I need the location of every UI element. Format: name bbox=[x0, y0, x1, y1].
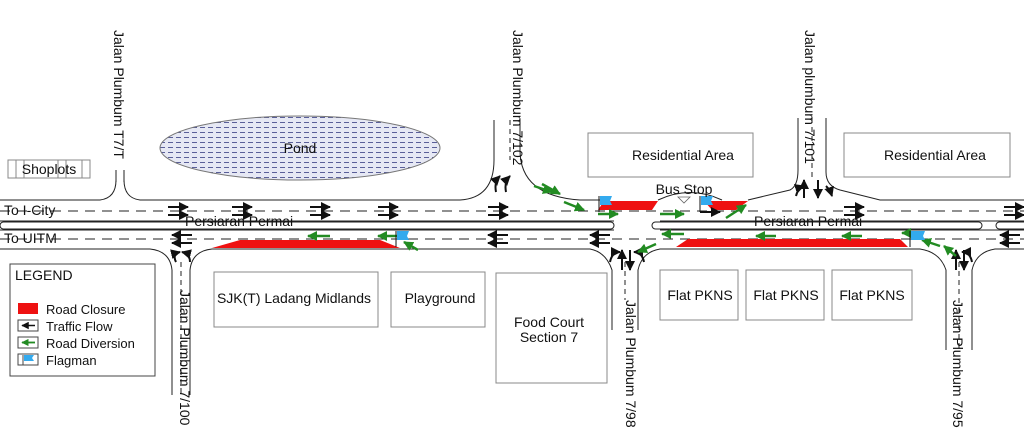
playground-label: Playground bbox=[405, 290, 476, 306]
shoplots-label: Shoplots bbox=[22, 161, 76, 177]
traffic-flow-arrow-icon bbox=[17, 319, 39, 332]
jalan-plumbum-795-label: Jalan Plumbum 7/95 bbox=[950, 300, 966, 428]
sjkt-label: SJK(T) Ladang Midlands bbox=[217, 290, 371, 306]
bus-stop-label: Bus Stop bbox=[656, 181, 713, 197]
bus-stop: Bus Stop bbox=[656, 181, 713, 204]
road-closure-swatch-icon bbox=[18, 303, 38, 314]
jalan-plumbum-t7t-label: Jalan Plumbum T7/T bbox=[111, 30, 127, 159]
flat-label: Flat PKNS bbox=[667, 287, 732, 303]
residential-area-label: Residential Area bbox=[884, 147, 986, 163]
flagman-icon bbox=[395, 231, 409, 247]
jalan-plumbum-7101-label: Jalan plumbum 7/101 bbox=[802, 30, 818, 164]
flagman-icon bbox=[699, 196, 713, 212]
legend-label: Road Closure bbox=[46, 302, 126, 317]
road-closure-4 bbox=[676, 239, 908, 247]
flagman-flag-icon bbox=[17, 353, 39, 366]
legend: LEGEND Road Closure Traffic Flow Road Di… bbox=[9, 263, 156, 377]
road-closures bbox=[212, 201, 908, 248]
flat-pkns-2: Flat PKNS bbox=[745, 269, 825, 321]
road-diversion-arrows bbox=[307, 182, 957, 257]
residential-area-label: Residential Area bbox=[632, 147, 734, 163]
pond-area: Pond bbox=[159, 115, 441, 181]
flagman-icon bbox=[598, 196, 612, 212]
jalan-plumbum-798-label: Jalan Plumbum 7/98 bbox=[623, 300, 639, 428]
road-network bbox=[0, 118, 1024, 395]
food-court-label-line2: Section 7 bbox=[520, 329, 579, 345]
legend-label: Traffic Flow bbox=[46, 319, 113, 334]
flat-label: Flat PKNS bbox=[753, 287, 818, 303]
road-closure-1 bbox=[598, 201, 658, 210]
playground: Playground bbox=[390, 271, 486, 328]
food-court-label-line1: Food Court bbox=[514, 314, 584, 330]
road-closure-3 bbox=[212, 240, 400, 248]
traffic-flow-arrows bbox=[168, 175, 1024, 271]
pond-label: Pond bbox=[284, 140, 317, 156]
shoplots-area: Shoplots bbox=[7, 159, 91, 179]
food-court: Food Court bbox=[495, 272, 608, 384]
jalan-plumbum-7100-label: Jalan Plumbum 7/100 bbox=[177, 290, 193, 426]
residential-area-1: Residential Area bbox=[587, 132, 754, 178]
road-diversion-arrow-icon bbox=[17, 336, 39, 349]
flat-pkns-3: Flat PKNS bbox=[831, 269, 913, 321]
to-icity-label: To I-City bbox=[4, 202, 55, 218]
jalan-plumbum-7102-label: Jalan Plumbum 7/102 bbox=[510, 30, 526, 166]
persiaran-permai-label-2: Persiaran Permai bbox=[754, 213, 862, 229]
legend-title: LEGEND bbox=[15, 267, 73, 283]
residential-area-2: Residential Area bbox=[843, 132, 1011, 178]
flat-pkns-1: Flat PKNS bbox=[659, 269, 739, 321]
flagmen bbox=[395, 196, 925, 247]
to-uitm-label: To UITM bbox=[4, 230, 57, 246]
legend-label: Flagman bbox=[46, 353, 97, 368]
persiaran-permai-label-1: Persiaran Permai bbox=[185, 213, 293, 229]
flat-label: Flat PKNS bbox=[839, 287, 904, 303]
legend-label: Road Diversion bbox=[46, 336, 135, 351]
sjkt-school: SJK(T) Ladang Midlands bbox=[213, 271, 379, 328]
flagman-icon bbox=[909, 231, 925, 247]
